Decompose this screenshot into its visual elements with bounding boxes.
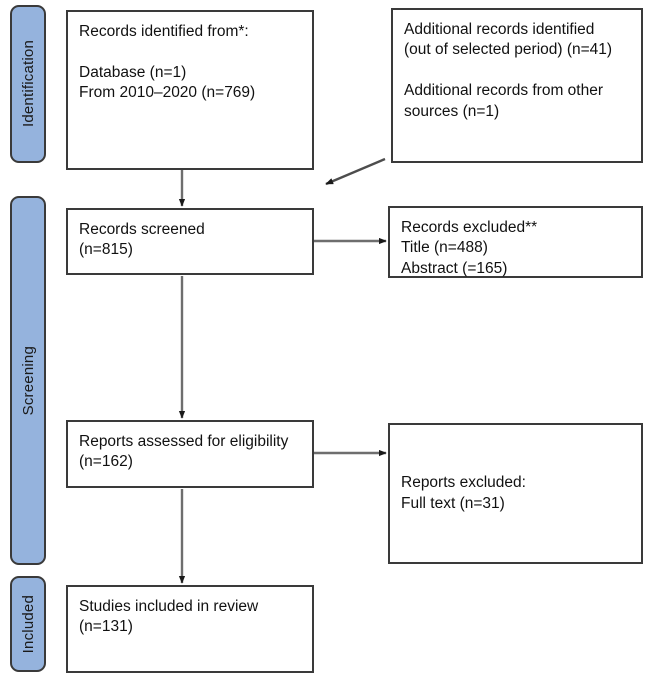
box-studies-included: Studies included in review (n=131) — [66, 585, 314, 673]
box-additional-records-text: Additional records identified (out of se… — [404, 21, 613, 120]
box-records-identified-text: Records identified from*: Database (n=1)… — [79, 23, 256, 102]
box-reports-excluded: Reports excluded: Full text (n=31) — [388, 423, 643, 564]
box-reports-excluded-text: Reports excluded: Full text (n=31) — [401, 474, 526, 512]
box-records-screened-text: Records screened (n=815) — [79, 221, 205, 259]
box-records-identified: Records identified from*: Database (n=1)… — [66, 10, 314, 170]
connector-additional-to-screened — [325, 157, 386, 186]
box-records-excluded-text: Records excluded** Title (n=488) Abstrac… — [401, 219, 538, 277]
box-additional-records: Additional records identified (out of se… — [391, 8, 643, 163]
box-reports-assessed: Reports assessed for eligibility (n=162) — [66, 420, 314, 488]
stage-label-included: Included — [19, 594, 37, 654]
stage-label-screening: Screening — [19, 345, 37, 416]
box-studies-included-text: Studies included in review (n=131) — [79, 598, 259, 636]
box-records-screened: Records screened (n=815) — [66, 208, 314, 275]
stage-label-identification: Identification — [19, 40, 37, 128]
box-reports-assessed-text: Reports assessed for eligibility (n=162) — [79, 433, 289, 471]
stage-bar-identification: Identification — [10, 5, 46, 163]
stage-bar-included: Included — [10, 576, 46, 672]
stage-bar-screening: Screening — [10, 196, 46, 565]
box-records-excluded: Records excluded** Title (n=488) Abstrac… — [388, 206, 643, 278]
